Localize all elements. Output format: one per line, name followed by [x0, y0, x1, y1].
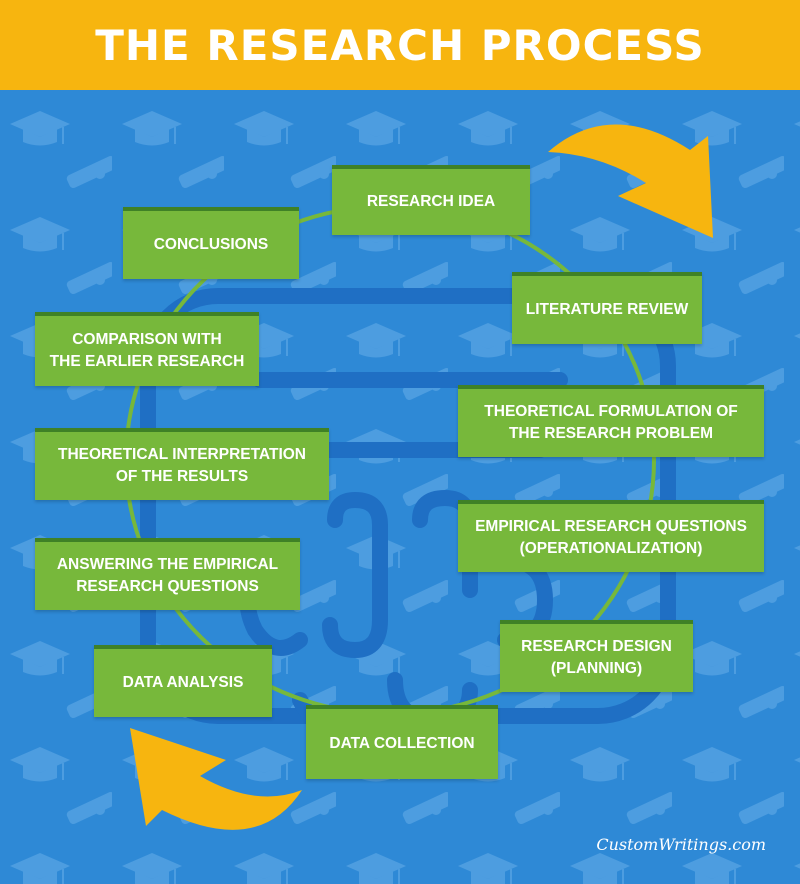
step-theoretical-formulation: THEORETICAL FORMULATION OF THE RESEARCH …: [458, 385, 764, 457]
step-research-design: RESEARCH DESIGN (PLANNING): [500, 620, 693, 692]
header-banner: THE RESEARCH PROCESS: [0, 0, 800, 90]
step-empirical-research-questions: EMPIRICAL RESEARCH QUESTIONS (OPERATIONA…: [458, 500, 764, 572]
step-research-idea: RESEARCH IDEA: [332, 165, 530, 235]
step-literature-review: LITERATURE REVIEW: [512, 272, 702, 344]
watermark-logo: CustomWritings.com: [596, 835, 766, 854]
step-theoretical-interpretation: THEORETICAL INTERPRETATION OF THE RESULT…: [35, 428, 329, 500]
step-data-analysis: DATA ANALYSIS: [94, 645, 272, 717]
step-answering-empirical-questions: ANSWERING THE EMPIRICAL RESEARCH QUESTIO…: [35, 538, 300, 610]
step-comparison-earlier-research: COMPARISON WITH THE EARLIER RESEARCH: [35, 312, 259, 386]
step-conclusions: CONCLUSIONS: [123, 207, 299, 279]
cycle-arrow-icon: [130, 728, 302, 830]
page-title: THE RESEARCH PROCESS: [95, 20, 705, 70]
step-data-collection: DATA COLLECTION: [306, 705, 498, 779]
cycle-arrow-icon: [548, 124, 713, 238]
